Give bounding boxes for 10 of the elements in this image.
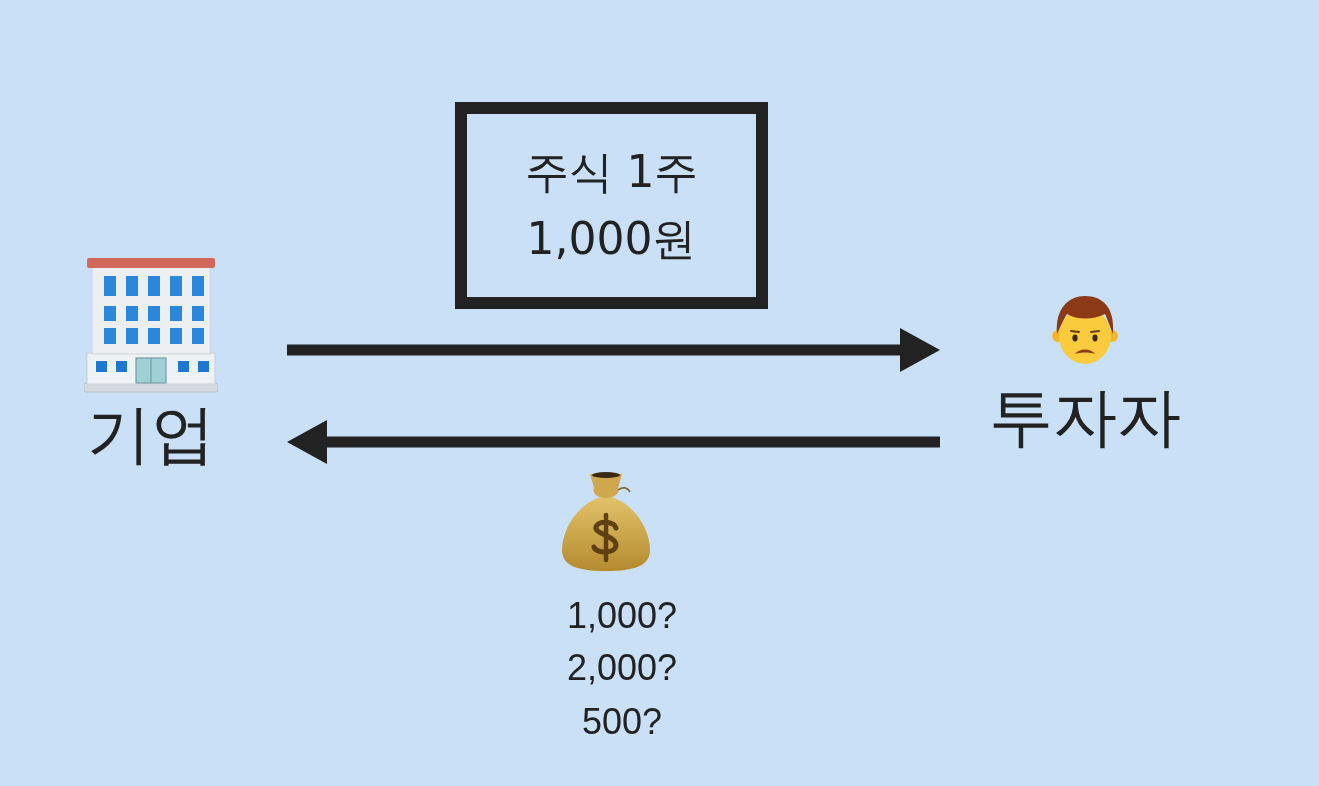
node-label: 투자자 (989, 382, 1181, 453)
arrow (287, 420, 940, 464)
box-text: 1,000원 (526, 214, 697, 263)
amount-label: 500? (580, 702, 664, 742)
outlined-box (455, 102, 768, 309)
node-label: 기업 (87, 399, 215, 470)
box-text: 주식 1주 (524, 148, 699, 197)
amount-label: 1,000? (565, 596, 679, 636)
arrow (287, 328, 940, 372)
amount-label: 2,000? (565, 648, 679, 688)
